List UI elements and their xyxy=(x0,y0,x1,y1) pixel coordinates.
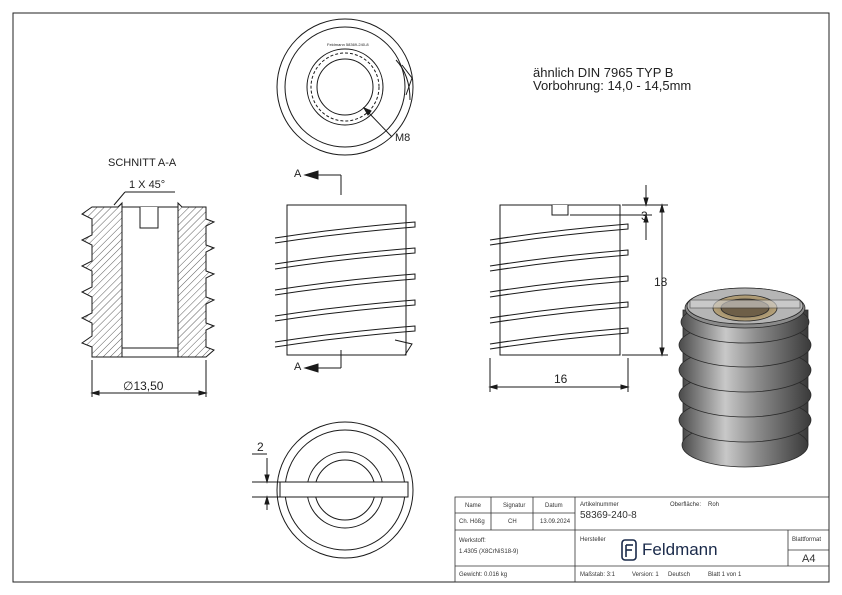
tb-article-number: 58369-240-8 xyxy=(580,510,637,521)
height-dimension: 18 xyxy=(654,275,668,289)
tb-version: Version: 1 xyxy=(632,572,659,578)
chamfer-label: 1 X 45° xyxy=(129,179,166,191)
tb-header-name: Name xyxy=(465,503,482,509)
section-marker-top: A xyxy=(294,168,302,180)
tb-date: 13.09.2024 xyxy=(540,519,571,525)
tb-sheet-format-label: Blattformat xyxy=(792,537,822,543)
tb-header-signature: Signatur xyxy=(503,503,526,509)
tb-manufacturer-label: Hersteller xyxy=(580,537,606,543)
tb-material-label: Werkstoff: xyxy=(459,538,486,544)
tb-material-value: 1.4305 (X8CrNiS18-9) xyxy=(459,549,519,555)
section-marker-bottom: A xyxy=(294,361,302,373)
dimensioned-view xyxy=(488,185,668,392)
tb-surface-label: Oberfläche: xyxy=(670,502,702,508)
front-view xyxy=(274,170,416,373)
drawing-frame xyxy=(12,12,830,583)
tb-surface-value: Roh xyxy=(708,502,720,508)
slot-depth-dimension: 3 xyxy=(641,209,648,223)
feldmann-logo-icon xyxy=(621,539,637,561)
svg-text:Feldmann 58369-240-8: Feldmann 58369-240-8 xyxy=(327,42,369,47)
tb-article-label: Artikelnummer xyxy=(580,502,619,508)
diameter-label: ∅13,50 xyxy=(123,379,164,393)
note-din-reference: ähnlich DIN 7965 TYP B xyxy=(533,65,674,80)
tb-header-date: Datum xyxy=(545,503,563,509)
tb-sheet: Blatt 1 von 1 xyxy=(708,572,742,578)
tb-language: Deutsch xyxy=(668,572,691,578)
title-block xyxy=(454,496,830,583)
slot-width-dimension: 2 xyxy=(257,440,264,454)
tb-weight: Gewicht: 0.016 kg xyxy=(459,572,508,578)
3d-render-image xyxy=(678,287,812,468)
tb-sheet-format-value: A4 xyxy=(802,553,816,565)
section-view xyxy=(80,191,216,397)
width-dimension: 16 xyxy=(554,372,568,386)
section-title: SCHNITT A-A xyxy=(108,157,177,169)
bottom-view xyxy=(252,421,414,559)
tb-scale: Maßstab: 3:1 xyxy=(580,572,616,578)
tb-signature: CH xyxy=(508,519,517,525)
thread-label: M8 xyxy=(395,132,411,144)
tb-name: Ch. Hößg xyxy=(459,519,485,525)
note-pre-drill: Vorbohrung: 14,0 - 14,5mm xyxy=(533,78,692,93)
top-view: Feldmann 58369-240-8 xyxy=(276,18,414,156)
tb-brand: Feldmann xyxy=(642,540,718,559)
